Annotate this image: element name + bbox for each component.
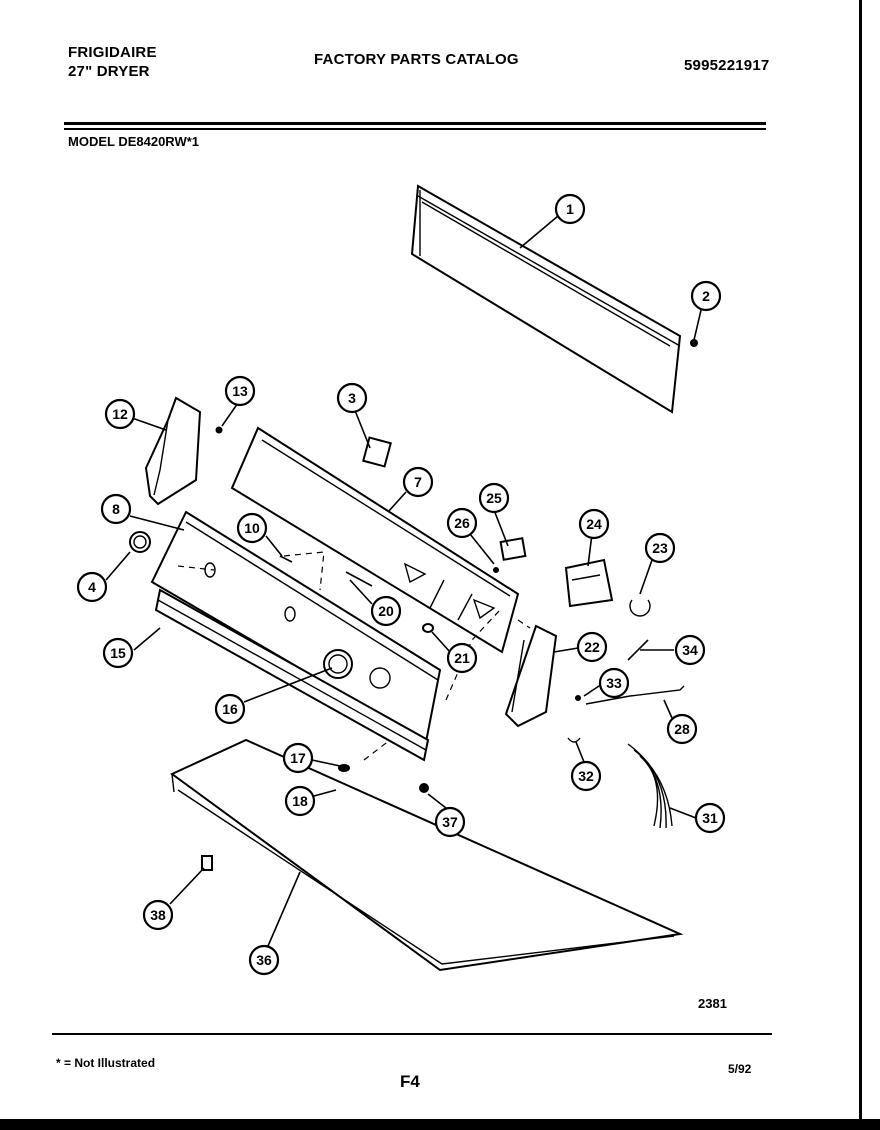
svg-text:26: 26 [454, 515, 470, 531]
catalog-title: FACTORY PARTS CATALOG [314, 51, 519, 68]
svg-text:4: 4 [88, 579, 96, 595]
callout-26: 26 [446, 507, 478, 539]
callout-4: 4 [76, 571, 108, 603]
part-34-screw [627, 639, 649, 661]
callout-22: 22 [576, 631, 608, 663]
part-24-timer [564, 558, 614, 608]
part-33-terminal [575, 695, 581, 701]
svg-text:36: 36 [256, 952, 272, 968]
model-number: MODEL DE8420RW*1 [68, 134, 200, 149]
svg-text:24: 24 [586, 516, 602, 532]
svg-text:3: 3 [348, 390, 356, 406]
callout-37: 37 [434, 806, 466, 838]
callout-21: 21 [446, 642, 478, 674]
page-border-right [859, 0, 862, 1122]
part-2-screw [690, 339, 698, 347]
svg-text:10: 10 [244, 520, 260, 536]
svg-text:12: 12 [112, 406, 128, 422]
svg-text:20: 20 [378, 603, 394, 619]
callout-34: 34 [674, 634, 706, 666]
callout-3: 3 [336, 382, 368, 414]
svg-text:2: 2 [702, 288, 710, 304]
callout-leaders [105, 215, 703, 947]
footnote: * = Not Illustrated [56, 1056, 156, 1070]
revision-date: 5/92 [728, 1062, 752, 1076]
part-21-switch [422, 623, 434, 633]
svg-text:13: 13 [232, 383, 248, 399]
callout-36: 36 [248, 944, 280, 976]
svg-text:32: 32 [578, 768, 594, 784]
callout-18: 18 [284, 785, 316, 817]
callout-31: 31 [694, 802, 726, 834]
callout-8: 8 [100, 493, 132, 525]
part-13-screw [215, 426, 223, 434]
part-7-control-panel [230, 426, 520, 654]
page-label: F4 [400, 1072, 420, 1091]
part-36-top [170, 738, 684, 972]
callout-12: 12 [104, 398, 136, 430]
callout-28: 28 [666, 713, 698, 745]
callout-20: 20 [370, 595, 402, 627]
part-15-trim [154, 588, 430, 762]
part-12-bracket [144, 396, 202, 506]
page-border-bottom [0, 1119, 880, 1130]
svg-text:18: 18 [292, 793, 308, 809]
svg-text:17: 17 [290, 750, 306, 766]
svg-text:33: 33 [606, 675, 622, 691]
callout-15: 15 [102, 637, 134, 669]
part-1-rear-panel [410, 184, 682, 414]
part-16-knob [323, 649, 353, 679]
callout-10: 10 [236, 512, 268, 544]
part-28-wire [585, 685, 685, 705]
svg-text:22: 22 [584, 639, 600, 655]
product-name: 27" DRYER [68, 63, 150, 80]
part-22-end-cap [504, 624, 558, 728]
part-4-knob [129, 531, 151, 553]
part-10-screw [279, 555, 293, 563]
figure-code: 2381 [698, 996, 727, 1011]
callout-1: 1 [554, 193, 586, 225]
svg-text:15: 15 [110, 645, 126, 661]
svg-text:31: 31 [702, 810, 718, 826]
svg-text:37: 37 [442, 814, 458, 830]
svg-text:34: 34 [682, 642, 698, 658]
callout-13: 13 [224, 375, 256, 407]
callout-38: 38 [142, 899, 174, 931]
callout-32: 32 [570, 760, 602, 792]
svg-text:7: 7 [414, 474, 422, 490]
callout-2: 2 [690, 280, 722, 312]
callout-17: 17 [282, 742, 314, 774]
part-31-harness [627, 743, 673, 829]
svg-text:1: 1 [566, 201, 574, 217]
svg-text:28: 28 [674, 721, 690, 737]
part-20-lens [345, 571, 373, 587]
callout-25: 25 [478, 482, 510, 514]
svg-text:38: 38 [150, 907, 166, 923]
part-3-switch [362, 436, 392, 468]
part-23-clip [629, 599, 651, 617]
callout-24: 24 [578, 508, 610, 540]
callout-16: 16 [214, 693, 246, 725]
footer-rule [52, 1033, 772, 1035]
catalog-number: 5995221917 [684, 57, 770, 74]
part-17-screw [338, 764, 350, 772]
part-38-clip [201, 855, 213, 871]
callout-7: 7 [402, 466, 434, 498]
svg-text:16: 16 [222, 701, 238, 717]
part-26-clip [493, 567, 499, 573]
header-rule [64, 122, 766, 125]
svg-text:21: 21 [454, 650, 470, 666]
part-25-component [499, 537, 527, 561]
callout-23: 23 [644, 532, 676, 564]
callout-33: 33 [598, 667, 630, 699]
svg-text:25: 25 [486, 490, 502, 506]
header-rule-secondary [64, 128, 766, 130]
svg-text:23: 23 [652, 540, 668, 556]
part-37-screw [419, 783, 429, 793]
part-32-clip [567, 737, 581, 743]
svg-text:8: 8 [112, 501, 120, 517]
brand-name: FRIGIDAIRE [68, 44, 157, 61]
